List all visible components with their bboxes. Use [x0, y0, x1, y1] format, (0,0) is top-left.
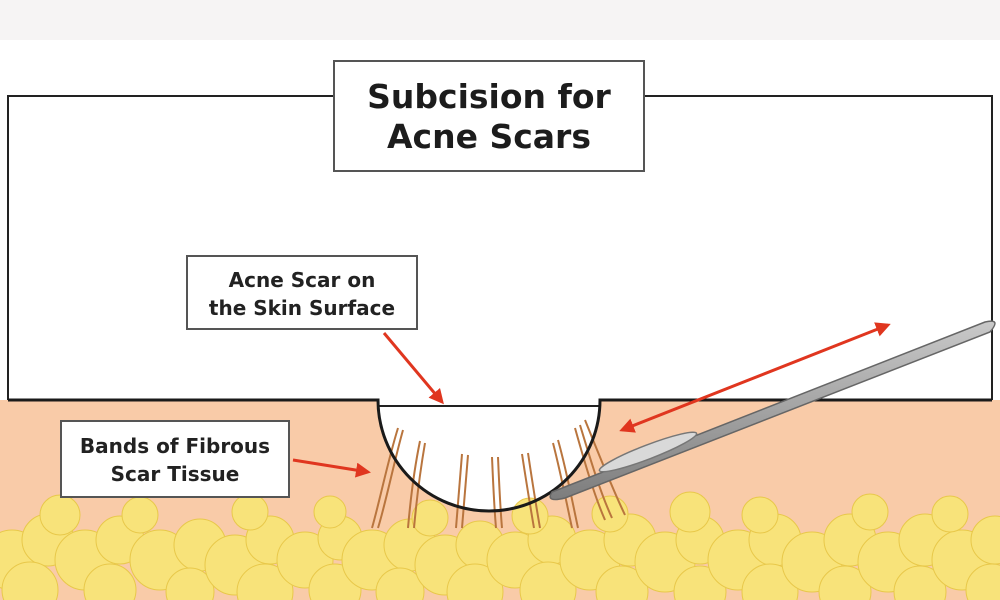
fat-cell [375, 567, 425, 600]
fat-cell [1, 561, 59, 600]
fat-cell [121, 496, 159, 534]
scar-label-line-2: the Skin Surface [208, 296, 396, 320]
fibrous-bands-label: Bands of Fibrous Scar Tissue [60, 420, 290, 498]
fibrous-band [552, 442, 573, 529]
arrow-fibrous-bands [292, 458, 371, 478]
fibrous-band [455, 453, 463, 529]
fat-cell [83, 563, 137, 600]
fat-cell [965, 563, 1000, 600]
fibrous-band [461, 454, 469, 529]
title-line-1: Subcision for [367, 77, 611, 116]
fat-cell [931, 495, 969, 533]
fibrous-band [579, 424, 613, 519]
fat-cell [818, 565, 872, 600]
fat-cell [741, 496, 779, 534]
bands-label-line-2: Scar Tissue [110, 462, 240, 486]
fibrous-band [527, 452, 541, 529]
fat-cell [165, 567, 215, 600]
fibrous-band [491, 456, 497, 529]
title-box: Subcision for Acne Scars [333, 60, 645, 172]
scar-surface-label: Acne Scar on the Skin Surface [186, 255, 418, 330]
fat-cell [893, 565, 947, 600]
fibrous-band [557, 439, 579, 529]
fat-cell [231, 493, 269, 531]
fat-cell [411, 499, 449, 537]
fat-cell [39, 494, 81, 536]
fat-layer [0, 491, 1000, 600]
fat-cell [669, 491, 711, 533]
scar-label-line-1: Acne Scar on [228, 268, 376, 292]
fibrous-bands [371, 419, 626, 529]
arrow-needle-motion [619, 322, 891, 433]
title-line-2: Acne Scars [387, 117, 591, 156]
fibrous-band [407, 440, 421, 529]
top-strip [0, 0, 1000, 40]
fat-cell [851, 493, 889, 531]
skin-surface-line [8, 398, 992, 513]
fat-cell [446, 563, 504, 600]
fat-cell [595, 565, 649, 600]
fibrous-band [377, 429, 404, 529]
fibrous-band [497, 456, 503, 529]
fibrous-band [521, 453, 535, 529]
fibrous-band [371, 427, 399, 529]
fibrous-band [413, 442, 426, 529]
fat-cell [313, 495, 347, 529]
arrow-scar-surface [382, 332, 444, 405]
fat-cell [236, 563, 294, 600]
bands-label-line-1: Bands of Fibrous [79, 434, 271, 458]
